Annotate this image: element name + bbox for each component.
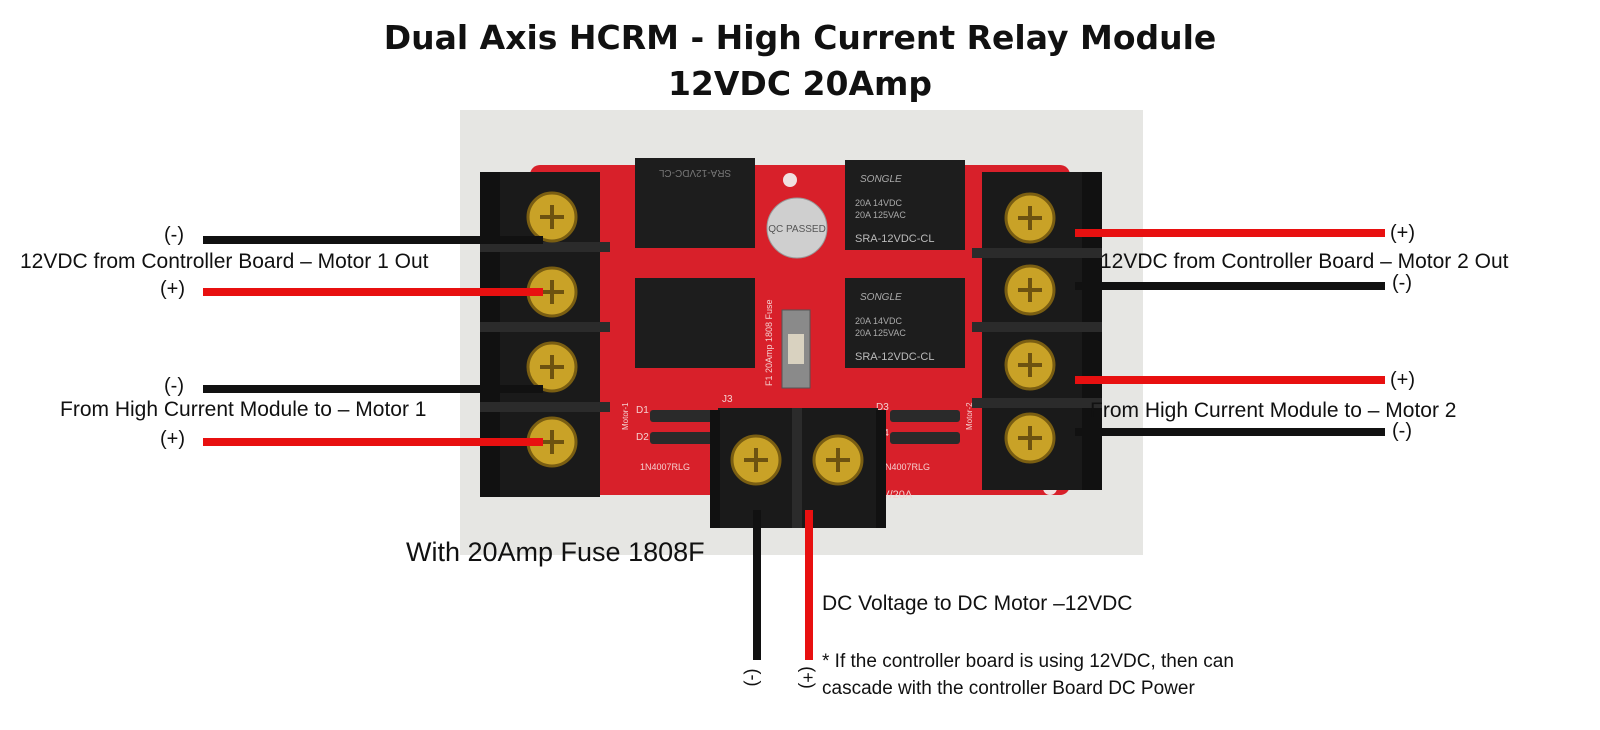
left-motor1-out-label: 12VDC from Controller Board – Motor 1 Ou…: [20, 250, 429, 273]
svg-text:D3: D3: [876, 402, 889, 413]
svg-text:SRA-12VDC-CL: SRA-12VDC-CL: [658, 167, 731, 178]
fuse: F1 20Amp 1808 Fuse: [764, 299, 811, 389]
cascade-note-line1: * If the controller board is using 12VDC…: [822, 651, 1234, 672]
right-motor2-hc-label: From High Current Module to – Motor 2: [1090, 399, 1457, 422]
svg-text:20A 125VAC: 20A 125VAC: [855, 328, 906, 338]
svg-text:1N4007RLG: 1N4007RLG: [640, 462, 690, 472]
svg-text:1N4007RLG: 1N4007RLG: [880, 462, 930, 472]
dc-voltage-label: DC Voltage to DC Motor –12VDC: [822, 592, 1133, 615]
cascade-note-line2: cascade with the controller Board DC Pow…: [822, 678, 1195, 699]
svg-text:20A 14VDC: 20A 14VDC: [855, 316, 903, 326]
wire-right-red-1: [1075, 229, 1385, 237]
diagram-subtitle: 12VDC 20Amp: [667, 64, 933, 103]
svg-text:SRA-12VDC-CL: SRA-12VDC-CL: [855, 351, 934, 363]
diodes-left: D1 D2 1N4007RLG: [636, 405, 720, 472]
wire-bottom-black: [753, 510, 761, 660]
left-minus-1: (-): [164, 224, 184, 246]
bottom-plus: (+): [797, 666, 818, 689]
right-minus-1: (-): [1392, 272, 1412, 294]
wire-right-red-2: [1075, 376, 1385, 384]
terminal-block-bottom: [710, 408, 886, 528]
relay-mid-left: [635, 278, 755, 368]
svg-text:SONGLE: SONGLE: [860, 292, 902, 303]
left-motor1-hc-label: From High Current Module to – Motor 1: [60, 398, 427, 421]
wire-left-red-1: [203, 288, 543, 296]
svg-text:20A 14VDC: 20A 14VDC: [855, 198, 903, 208]
right-minus-2: (-): [1392, 420, 1412, 442]
qc-sticker: QC PASSED: [766, 197, 828, 259]
left-plus-2: (+): [160, 428, 185, 450]
wire-right-black-1: [1075, 282, 1385, 290]
svg-text:QC PASSED: QC PASSED: [768, 224, 826, 235]
wire-left-black-1: [203, 236, 543, 244]
relay-top-right: SONGLE 20A 14VDC 20A 125VAC SRA-12VDC-CL: [845, 160, 965, 250]
terminal-block-left: [480, 172, 610, 497]
svg-text:D2: D2: [636, 432, 649, 443]
svg-text:F1 20Amp 1808 Fuse: F1 20Amp 1808 Fuse: [764, 299, 774, 386]
left-plus-1: (+): [160, 278, 185, 300]
wire-left-red-2: [203, 438, 543, 446]
motor2-mark: Motor-2: [965, 402, 974, 430]
wire-right-black-2: [1075, 428, 1385, 436]
wire-bottom-red: [805, 510, 813, 660]
svg-text:SONGLE: SONGLE: [860, 174, 902, 185]
relay-top-left: SRA-12VDC-CL: [635, 158, 755, 248]
diagram-title: Dual Axis HCRM - High Current Relay Modu…: [383, 18, 1217, 57]
left-minus-2: (-): [164, 375, 184, 397]
j3-mark: J3: [722, 394, 733, 405]
right-plus-1: (+): [1390, 222, 1415, 244]
terminal-block-right: [972, 172, 1102, 490]
right-motor2-out-label: 12VDC from Controller Board – Motor 2 Ou…: [1100, 250, 1509, 273]
svg-text:20A 125VAC: 20A 125VAC: [855, 210, 906, 220]
svg-text:SRA-12VDC-CL: SRA-12VDC-CL: [855, 233, 934, 245]
diodes-right: D3 D4 1N4007RLG: [876, 402, 960, 472]
wire-left-black-2: [203, 385, 543, 393]
motor1-mark: Motor-1: [621, 402, 630, 430]
svg-text:D1: D1: [636, 405, 649, 416]
relay-mid-right: SONGLE 20A 14VDC 20A 125VAC SRA-12VDC-CL: [845, 278, 965, 368]
relay-module-board: SRA-12VDC-CL SONGLE 20A 14VDC 20A 125VAC…: [460, 110, 1143, 555]
right-plus-2: (+): [1390, 369, 1415, 391]
bottom-minus: (-): [743, 668, 764, 687]
board-photo: SRA-12VDC-CL SONGLE 20A 14VDC 20A 125VAC…: [460, 110, 1143, 555]
fuse-label: With 20Amp Fuse 1808F: [406, 537, 705, 567]
